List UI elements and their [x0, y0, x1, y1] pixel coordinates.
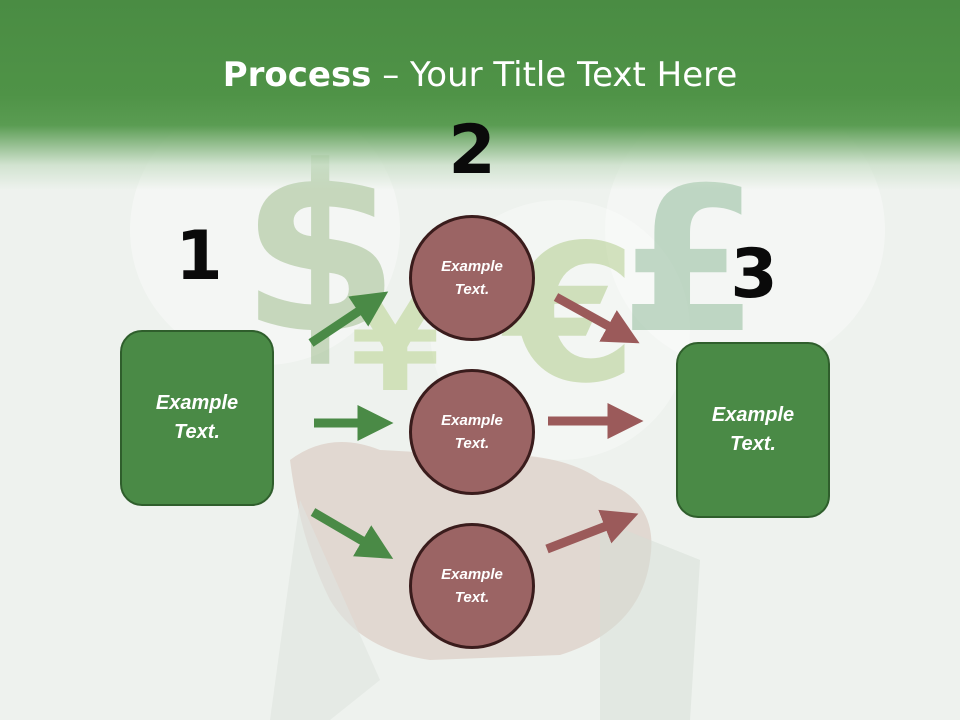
title-bold: Process [222, 55, 372, 95]
circle-middle-text: Example Text. [441, 412, 503, 452]
step-number-1: 1 [175, 217, 223, 296]
arrow-green-down [310, 508, 394, 559]
step-number-3: 3 [730, 235, 778, 314]
circle-bottom-text: Example Text. [441, 566, 503, 606]
step-3-box: Example Text. [676, 342, 830, 518]
title-bar [0, 0, 960, 190]
circle-top: Example Text. [409, 215, 535, 341]
step-number-2: 2 [448, 111, 496, 190]
circle-top-text: Example Text. [441, 258, 503, 298]
title-rest: – Your Title Text Here [371, 55, 738, 95]
step-3-text: Example Text. [711, 404, 795, 455]
circle-bottom: Example Text. [409, 523, 535, 649]
circle-middle: Example Text. [409, 369, 535, 495]
arrow-green-up [308, 291, 389, 347]
arrow-red-down [553, 293, 640, 344]
step-1-text: Example Text. [155, 392, 239, 443]
step-1-box: Example Text. [120, 330, 274, 506]
slide-title: Process – Your Title Text Here [0, 55, 960, 95]
arrow-red-up [545, 509, 639, 554]
